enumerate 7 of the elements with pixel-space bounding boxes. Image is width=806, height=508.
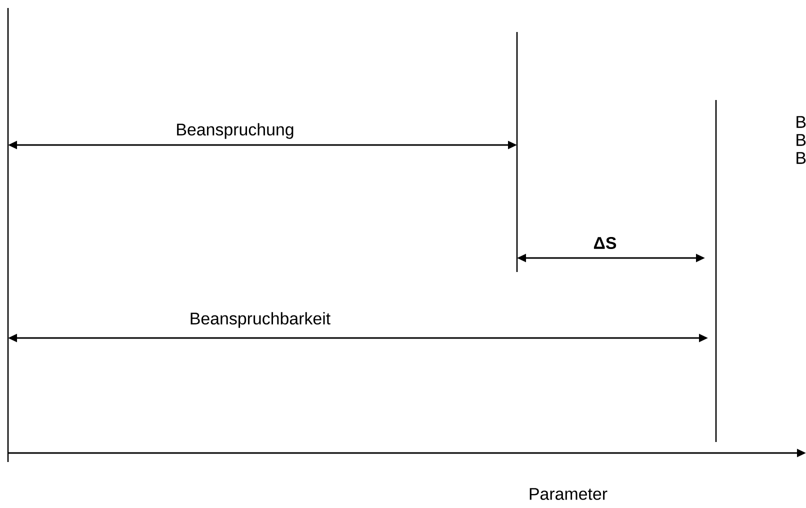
cut-off-text: B <box>796 116 806 128</box>
cut-off-text: B <box>796 134 806 146</box>
dimension-label: Beanspruchung <box>177 123 294 139</box>
dimension-label: Beanspruchbarkeit <box>190 312 330 328</box>
dimension-label: ΔS <box>594 237 616 249</box>
axis-label: Parameter <box>530 488 608 500</box>
cut-off-text: B <box>796 152 806 164</box>
